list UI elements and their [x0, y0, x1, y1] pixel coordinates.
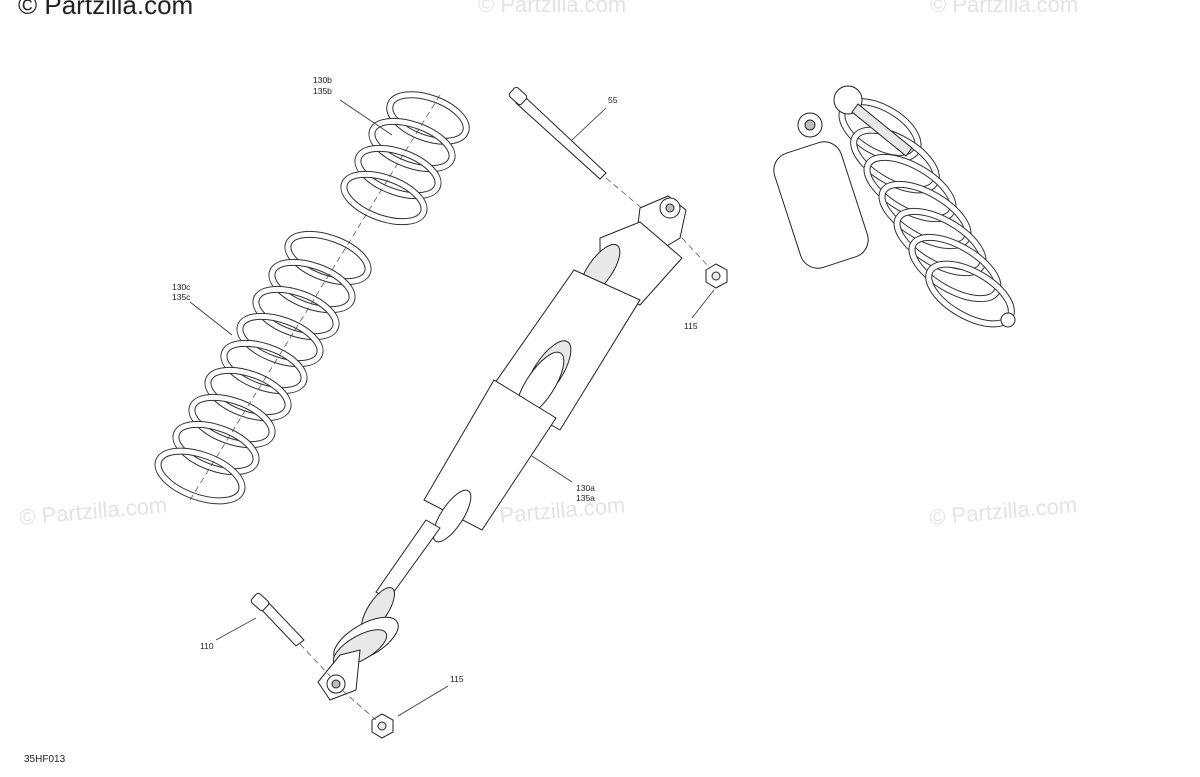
upper-spring — [340, 91, 470, 226]
leader-130a — [531, 455, 573, 483]
axis-bolt-55 — [605, 177, 671, 233]
callout-55: 55 — [608, 95, 618, 105]
bolt-55 — [508, 86, 607, 180]
callout-130b: 130b — [313, 75, 332, 85]
callout-115-top: 115 — [684, 321, 698, 331]
axis-nut-115-top — [681, 237, 711, 269]
watermark: © Partzilla.com — [930, 0, 1078, 17]
leader-130c — [189, 301, 233, 336]
callout-110: 110 — [200, 641, 214, 651]
callout-135c: 135c — [172, 292, 191, 302]
bolt-110 — [250, 592, 305, 647]
watermark: © Partzilla.com — [478, 0, 626, 17]
leader-115-top — [691, 289, 715, 319]
watermark: © Partzilla.com — [928, 492, 1078, 530]
watermark-top-left: © Partzilla.com — [18, 0, 193, 20]
axis-bolt-110 — [299, 643, 331, 677]
nut-115-top — [705, 263, 728, 289]
callout-130c: 130c — [172, 282, 191, 292]
assembled-shock — [773, 85, 1016, 328]
shock-absorber — [317, 195, 687, 701]
leader-115-bottom — [397, 685, 449, 717]
axis-nut-115-bottom — [341, 689, 377, 721]
diagram-code: 35HF013 — [24, 754, 66, 765]
watermark: © Partzilla.com — [18, 492, 168, 530]
callout-115-bottom: 115 — [450, 674, 464, 684]
callout-135b: 135b — [313, 86, 332, 96]
lower-spring — [154, 230, 372, 505]
callout-135a: 135a — [576, 493, 595, 503]
leader-110 — [215, 617, 257, 641]
nut-115-bottom — [371, 713, 394, 739]
leader-55 — [571, 107, 607, 141]
callout-130a: 130a — [576, 483, 595, 493]
leader-130b — [339, 99, 393, 136]
